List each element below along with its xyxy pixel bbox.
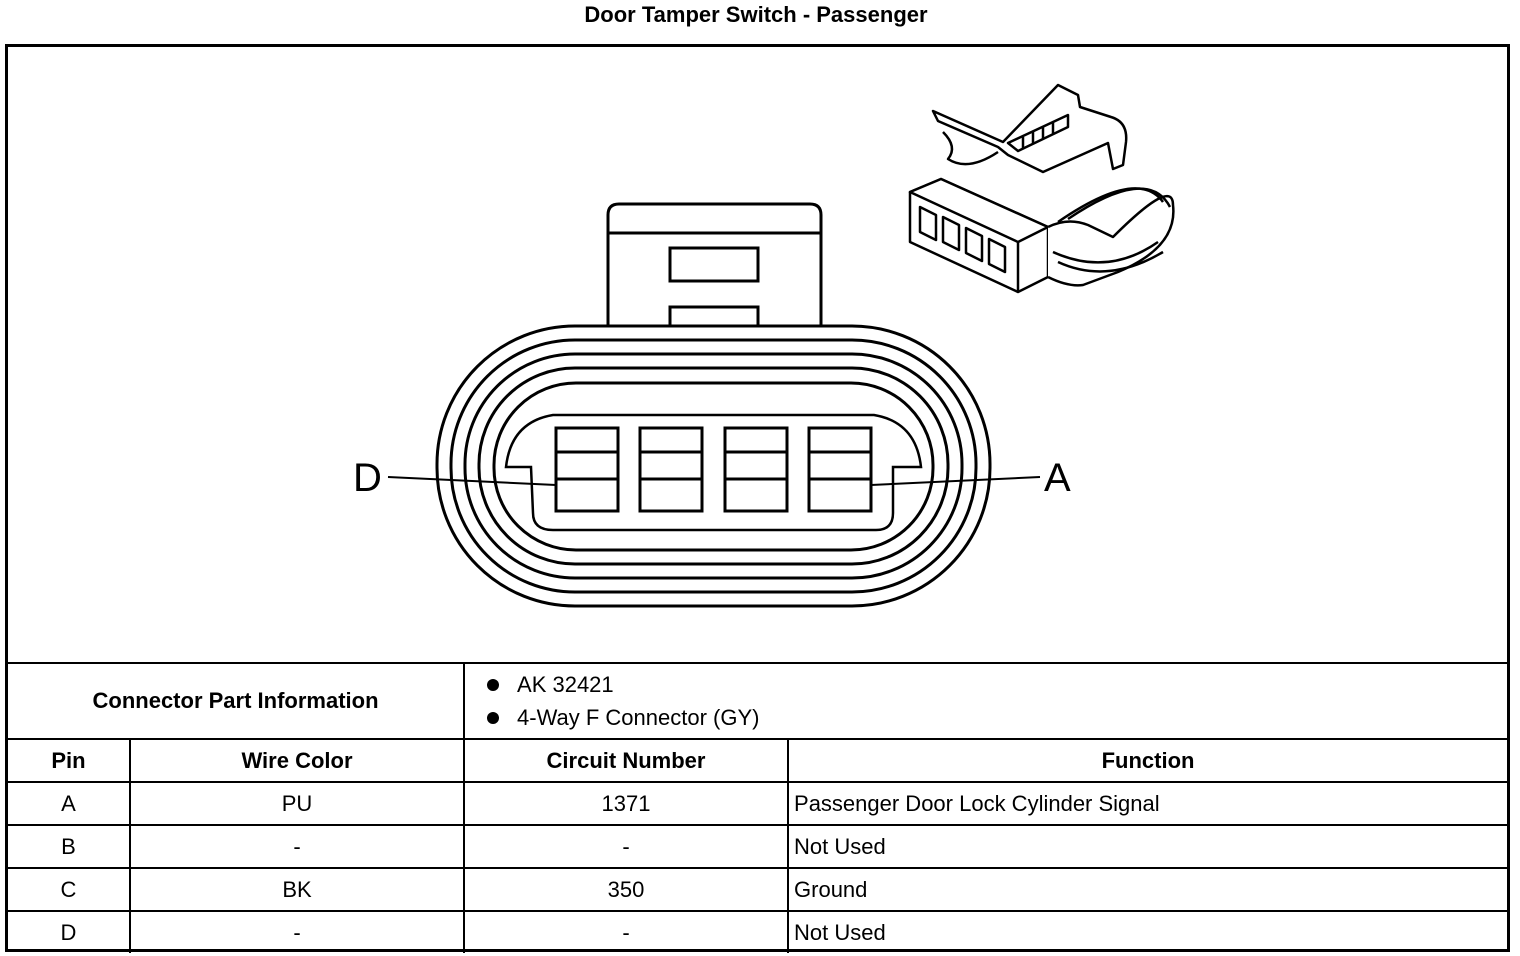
pin-cell: B bbox=[8, 824, 131, 869]
table-row: B - - Not Used bbox=[8, 824, 1508, 869]
table-row: A PU 1371 Passenger Door Lock Cylinder S… bbox=[8, 781, 1508, 826]
diagram-frame: D A bbox=[5, 44, 1510, 953]
function-cell: Not Used bbox=[787, 910, 1508, 953]
table-row: C BK 350 Ground bbox=[8, 867, 1508, 912]
connector-3d-illustration bbox=[908, 83, 1175, 294]
wire-color-cell: PU bbox=[128, 781, 466, 826]
header-wire-color: Wire Color bbox=[128, 738, 466, 783]
page-title: Door Tamper Switch - Passenger bbox=[584, 2, 928, 27]
pin-cell: C bbox=[8, 867, 131, 912]
function-cell: Not Used bbox=[787, 824, 1508, 869]
wire-color-cell: - bbox=[128, 910, 466, 953]
wire-color-cell: - bbox=[128, 824, 466, 869]
list-item: AK 32421 bbox=[485, 668, 1507, 701]
connector-part-items: AK 32421 4-Way F Connector (GY) bbox=[463, 662, 1508, 740]
pin-cell: D bbox=[8, 910, 131, 953]
connector-diagram: D A bbox=[353, 83, 1175, 608]
function-cell: Ground bbox=[787, 867, 1508, 912]
table-row: D - - Not Used bbox=[8, 910, 1508, 953]
terminal-cavities bbox=[554, 426, 873, 513]
header-function: Function bbox=[787, 738, 1508, 783]
pin-cell: A bbox=[8, 781, 131, 826]
pin-label-d: D bbox=[353, 456, 382, 500]
header-circuit-number: Circuit Number bbox=[463, 738, 790, 783]
function-cell: Passenger Door Lock Cylinder Signal bbox=[787, 781, 1508, 826]
circuit-number-cell: 1371 bbox=[463, 781, 790, 826]
connector-part-row: Connector Part Information AK 32421 4-Wa… bbox=[8, 662, 1508, 740]
bullet-icon bbox=[487, 712, 500, 724]
list-item: 4-Way F Connector (GY) bbox=[485, 701, 1507, 734]
connector-face bbox=[387, 202, 1041, 608]
header-pin: Pin bbox=[8, 738, 131, 783]
pin-label-a: A bbox=[1044, 456, 1071, 500]
circuit-number-cell: - bbox=[463, 910, 790, 953]
bullet-icon bbox=[487, 679, 500, 691]
table-header-row: Pin Wire Color Circuit Number Function bbox=[8, 738, 1508, 783]
circuit-number-cell: 350 bbox=[463, 867, 790, 912]
connector-part-label: Connector Part Information bbox=[8, 662, 466, 740]
wire-color-cell: BK bbox=[128, 867, 466, 912]
connector-info-table: Connector Part Information AK 32421 4-Wa… bbox=[8, 662, 1508, 953]
circuit-number-cell: - bbox=[463, 824, 790, 869]
